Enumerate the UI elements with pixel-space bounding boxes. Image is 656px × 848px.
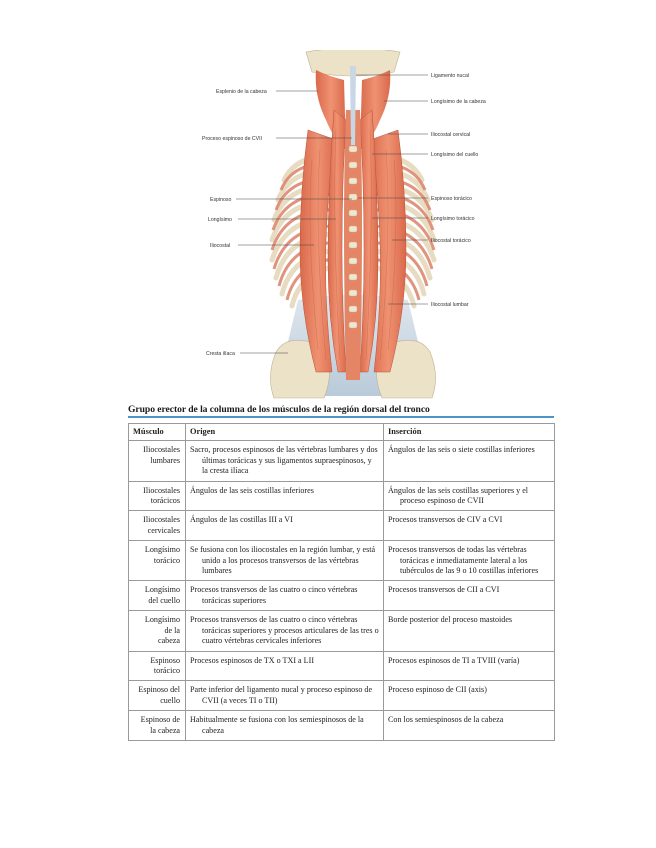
muscle-name-line: la cabeza — [133, 726, 180, 736]
header-origin: Origen — [186, 424, 384, 441]
cell-muscle: Espinoso delcuello — [129, 681, 186, 711]
insertion-text: Ángulos de las seis costillas superiores… — [388, 486, 550, 507]
insertion-text: Procesos espinosos de TI a TVIII (varía) — [388, 656, 550, 666]
cell-insertion: Con los semiespinosos de la cabeza — [384, 711, 555, 741]
label-spinalis: Espinoso — [210, 197, 231, 203]
origin-text: Procesos transversos de las cuatro o cin… — [190, 615, 379, 646]
header-insertion: Inserción — [384, 424, 555, 441]
label-splenius-capitis: Esplenio de la cabeza — [216, 89, 267, 95]
cell-insertion: Procesos transversos de CIV a CVI — [384, 511, 555, 541]
label-iliocostalis-thoracis: Iliocostal torácico — [431, 238, 471, 244]
table-caption: Grupo erector de la columna de los múscu… — [128, 404, 554, 415]
cell-origin: Ángulos de las seis costillas inferiores — [186, 481, 384, 511]
insertion-text: Proceso espinoso de CII (axis) — [388, 685, 550, 695]
header-muscle: Músculo — [129, 424, 186, 441]
insertion-text: Procesos transversos de CII a CVI — [388, 585, 550, 595]
caption-underline — [128, 416, 554, 418]
table-header-row: Músculo Origen Inserción — [129, 424, 555, 441]
label-spinalis-thoracis: Espinoso torácico — [431, 196, 472, 202]
label-spinous-process-cvii: Proceso espinoso de CVII — [202, 136, 262, 142]
cell-insertion: Proceso espinoso de CII (axis) — [384, 681, 555, 711]
label-longissimus-thoracis: Longísimo torácico — [431, 216, 475, 222]
muscle-name-line: de la — [133, 626, 180, 636]
muscle-name-line: torácicos — [133, 496, 180, 506]
origin-text: Se fusiona con los iliocostales en la re… — [190, 545, 379, 576]
nuchal-ligament — [350, 66, 356, 145]
muscle-name-line: cervicales — [133, 526, 180, 536]
label-iliocostalis-lumborum: Iliocostal lumbar — [431, 302, 469, 308]
erector-spinae-illustration: Esplenio de la cabeza Proceso espinoso d… — [188, 50, 518, 400]
origin-text: Ángulos de las costillas III a VI — [190, 515, 379, 525]
cell-origin: Se fusiona con los iliocostales en la re… — [186, 541, 384, 581]
muscle-name-line: Longísimo — [133, 615, 180, 625]
label-iliocostalis-cervicis: Iliocostal cervical — [431, 132, 470, 138]
cell-insertion: Borde posterior del proceso mastoides — [384, 611, 555, 651]
muscle-name-line: lumbares — [133, 456, 180, 466]
origin-text: Procesos transversos de las cuatro o cin… — [190, 585, 379, 606]
muscle-name-line: Longísimo — [133, 585, 180, 595]
cell-origin: Procesos espinosos de TX o TXI a LII — [186, 651, 384, 681]
muscle-name-line: torácico — [133, 666, 180, 676]
muscle-name-line: Espinoso del — [133, 685, 180, 695]
insertion-text: Procesos transversos de todas las vérteb… — [388, 545, 550, 576]
back-muscles-drawing: Esplenio de la cabeza Proceso espinoso d… — [188, 50, 518, 400]
muscle-name-line: cuello — [133, 696, 180, 706]
cell-insertion: Procesos transversos de CII a CVI — [384, 581, 555, 611]
cell-origin: Procesos transversos de las cuatro o cin… — [186, 611, 384, 651]
cell-insertion: Procesos transversos de todas las vérteb… — [384, 541, 555, 581]
cell-origin: Habitualmente se fusiona con los semiesp… — [186, 711, 384, 741]
muscle-name-line: Iliocostales — [133, 445, 180, 455]
origin-text: Procesos espinosos de TX o TXI a LII — [190, 656, 379, 666]
muscle-name-line: del cuello — [133, 596, 180, 606]
origin-text: Sacro, procesos espinosos de las vértebr… — [190, 445, 379, 476]
muscle-name-line: torácico — [133, 556, 180, 566]
cell-origin: Procesos transversos de las cuatro o cin… — [186, 581, 384, 611]
muscle-name-line: Espinoso de — [133, 715, 180, 725]
cell-origin: Ángulos de las costillas III a VI — [186, 511, 384, 541]
origin-text: Parte inferior del ligamento nucal y pro… — [190, 685, 379, 706]
muscle-name-line: Iliocostales — [133, 515, 180, 525]
label-nuchal-ligament: Ligamento nucal — [431, 73, 469, 79]
cell-insertion: Procesos espinosos de TI a TVIII (varía) — [384, 651, 555, 681]
cell-origin: Parte inferior del ligamento nucal y pro… — [186, 681, 384, 711]
cell-insertion: Ángulos de las seis costillas superiores… — [384, 481, 555, 511]
label-longissimus-cervicis: Longísimo del cuello — [431, 152, 478, 158]
muscle-name-line: Espinoso — [133, 656, 180, 666]
cell-insertion: Ángulos de las seis o siete costillas in… — [384, 441, 555, 481]
insertion-text: Con los semiespinosos de la cabeza — [388, 715, 550, 725]
label-iliocostalis: Iliocostal — [210, 243, 230, 249]
muscle-name-line: Longísimo — [133, 545, 180, 555]
origin-text: Ángulos de las seis costillas inferiores — [190, 486, 379, 496]
insertion-text: Procesos transversos de CIV a CVI — [388, 515, 550, 525]
label-longissimus-capitis: Longísimo de la cabeza — [431, 99, 486, 105]
insertion-text: Ángulos de las seis o siete costillas in… — [388, 445, 550, 455]
cell-origin: Sacro, procesos espinosos de las vértebr… — [186, 441, 384, 481]
table-row: IliocostaleslumbaresSacro, procesos espi… — [129, 441, 555, 481]
muscle-name-line: cabeza — [133, 636, 180, 646]
origin-text: Habitualmente se fusiona con los semiesp… — [190, 715, 379, 736]
label-longissimus: Longísimo — [208, 217, 232, 223]
label-iliac-crest: Cresta ilíaca — [206, 351, 235, 357]
insertion-text: Borde posterior del proceso mastoides — [388, 615, 550, 625]
muscle-name-line: Iliocostales — [133, 486, 180, 496]
